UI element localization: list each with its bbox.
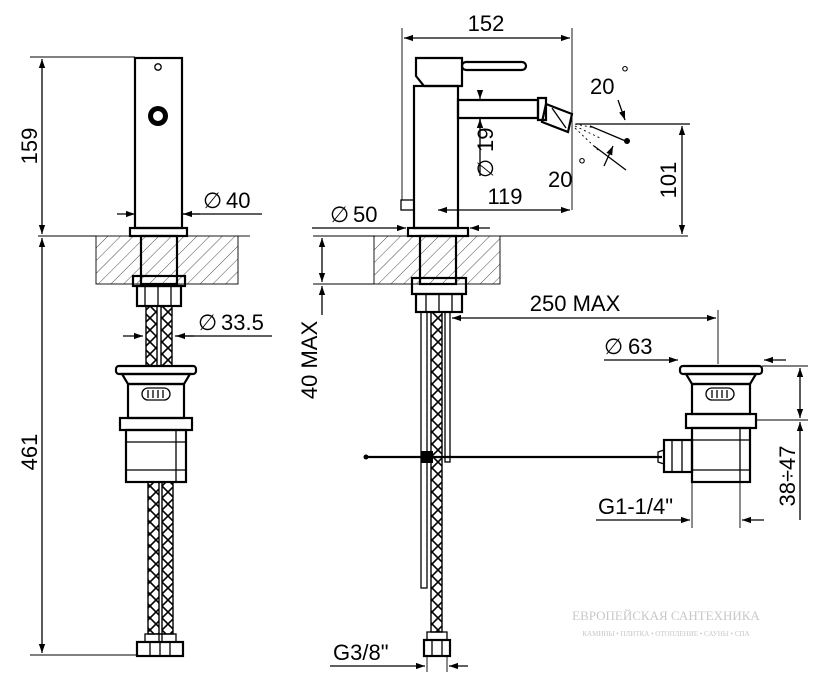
dim-119-label: 119 <box>487 184 522 209</box>
waste-view: 250 MAX ∅ 63 38÷47 G1-1/4" <box>452 291 808 528</box>
mixer-body-front <box>133 56 184 230</box>
dim-dia-63-symbol: ∅ <box>604 334 623 359</box>
side-view: 20 ° 20 ° 152 ∅ <box>297 11 690 672</box>
lift-rod <box>420 311 428 589</box>
dim-38-47-label: 38÷47 <box>775 445 800 506</box>
dim-dia-19-symbol: ∅ <box>473 159 498 178</box>
svg-text:°: ° <box>578 155 586 177</box>
deck-right <box>373 235 501 285</box>
dim-g114-label: G1-1/4" <box>598 494 673 519</box>
dim-dia-33-symbol: ∅ <box>198 310 217 335</box>
front-view: 159 461 ∅ 40 ∅ 33.5 <box>17 56 272 658</box>
dim-dia-63-label: 63 <box>628 334 652 359</box>
dim-dia-19-label: 19 <box>473 128 498 152</box>
dim-101-label: 101 <box>656 162 681 199</box>
handle-dot-icon <box>154 63 162 71</box>
dim-461-label: 461 <box>17 434 42 471</box>
waste-cap-front <box>114 364 198 376</box>
dim-dia-50-symbol: ∅ <box>330 202 349 227</box>
waste-nut <box>662 438 694 474</box>
dim-40max-label: 40 MAX <box>297 321 322 400</box>
watermark: ЕВРОПЕЙСКАЯ САНТЕХНИКА КАМИНЫ • ПЛИТКА •… <box>572 608 760 638</box>
dim-250max-label: 250 MAX <box>530 291 621 316</box>
dim-g38-label: G3/8" <box>333 640 389 665</box>
svg-text:°: ° <box>621 63 629 85</box>
dim-159-label: 159 <box>17 128 42 165</box>
angle-up-label: 20 <box>590 74 614 99</box>
dim-dia-40-label: 40 <box>226 188 250 213</box>
dim-dia-33-label: 33.5 <box>221 310 264 335</box>
svg-text:ЕВРОПЕЙСКАЯ САНТЕХНИКА: ЕВРОПЕЙСКАЯ САНТЕХНИКА <box>572 608 760 623</box>
dim-dia-50-label: 50 <box>353 202 377 227</box>
dim-dia-40-symbol: ∅ <box>203 188 222 213</box>
dim-152-label: 152 <box>468 11 505 36</box>
mixer-body-side <box>412 84 460 230</box>
svg-text:КАМИНЫ • ПЛИТКА • ОТОПЛЕНИЕ •: КАМИНЫ • ПЛИТКА • ОТОПЛЕНИЕ • САУНЫ • СП… <box>582 630 749 638</box>
handle-lever <box>414 56 464 88</box>
waste-cap-side <box>678 364 764 376</box>
angle-down-label: 20 <box>548 167 572 192</box>
spout <box>456 98 540 120</box>
